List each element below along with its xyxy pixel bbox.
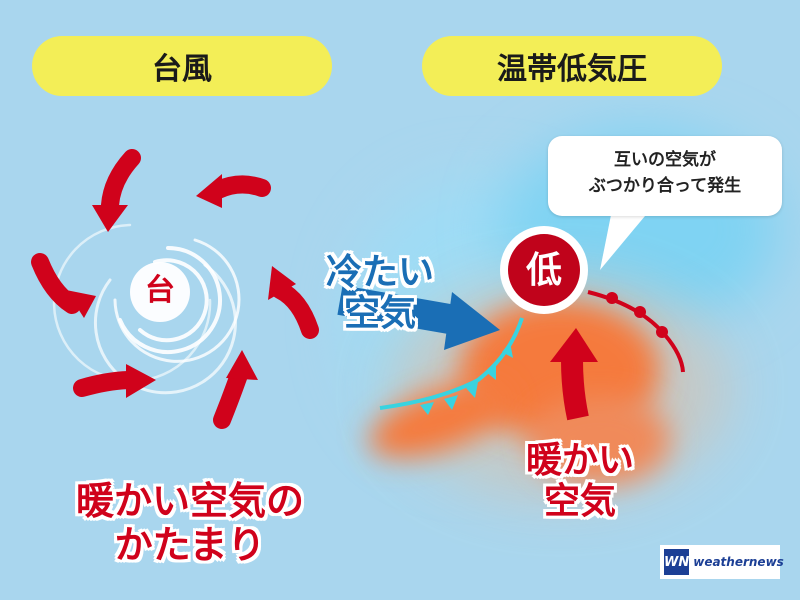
speech-bubble-line2: ぶつかり合って発生 xyxy=(588,175,742,196)
typhoon-caption: 暖かい空気の かたまり xyxy=(40,479,340,567)
heading-extratropical-cyclone: 温帯低気圧 xyxy=(422,36,722,96)
arrow-bottom-left xyxy=(73,364,156,398)
weathernews-logo: WN weathernews xyxy=(660,545,784,579)
cold-air-label-line2: 空気 xyxy=(343,293,416,335)
typhoon-arrows xyxy=(31,149,319,429)
speech-bubble: 互いの空気が ぶつかり合って発生 xyxy=(548,136,782,216)
bubble-tail xyxy=(600,210,650,270)
typhoon-caption-line2: かたまり xyxy=(114,522,266,567)
speech-bubble-text: 互いの空気が ぶつかり合って発生 xyxy=(548,148,782,199)
cold-front xyxy=(379,317,524,415)
warm-air-label-line2: 空気 xyxy=(543,481,616,523)
logo-text: weathernews xyxy=(693,555,784,569)
heading-typhoon: 台風 xyxy=(32,36,332,96)
arrow-bottom-right xyxy=(213,350,258,429)
logo-mark: WN xyxy=(664,549,690,575)
warm-air-tongue xyxy=(368,381,512,459)
arrow-top-left xyxy=(92,149,141,232)
warm-air-label-line1: 暖かい xyxy=(525,440,634,481)
arrow-right xyxy=(268,266,319,339)
cold-air-arrow xyxy=(337,285,500,350)
warm-front xyxy=(587,290,685,373)
cold-air-label-line1: 冷たい xyxy=(325,252,434,293)
typhoon-spiral xyxy=(52,223,241,395)
warm-air-label: 暖かい 空気 xyxy=(500,440,660,523)
low-pressure-marker xyxy=(500,226,588,314)
warm-air-arrow xyxy=(550,328,598,421)
cold-air-label: 冷たい 空気 xyxy=(305,252,455,335)
arrow-left xyxy=(31,253,96,318)
speech-bubble-line1: 互いの空気が xyxy=(614,150,716,170)
low-pressure-label: 低 xyxy=(525,250,562,291)
arrow-top-right xyxy=(196,174,271,208)
warm-air-bottom xyxy=(530,395,670,485)
typhoon-caption-line1: 暖かい空気の xyxy=(75,479,304,523)
typhoon-center-label: 台 xyxy=(145,273,175,308)
typhoon-center-marker xyxy=(130,262,190,322)
